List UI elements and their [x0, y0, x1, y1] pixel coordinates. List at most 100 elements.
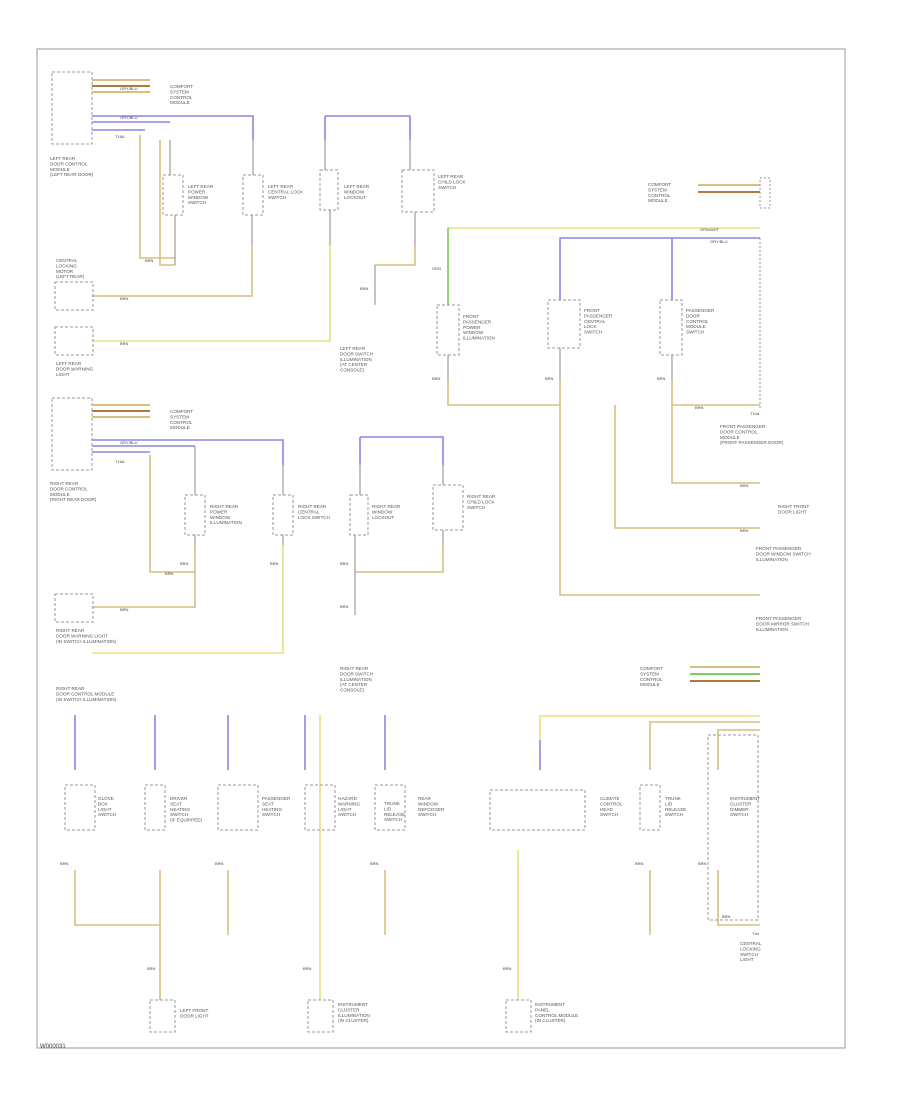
switch-climate	[489, 789, 586, 831]
switch-window-lr	[162, 174, 184, 216]
wire-tag: BRN	[120, 296, 129, 301]
wire-tag: BRN	[698, 861, 707, 866]
switch-door-rp	[659, 299, 683, 356]
connector-tag: T4d	[752, 931, 759, 936]
wire-tag: BRN	[740, 528, 749, 533]
wire-tag: BRN	[432, 376, 441, 381]
wire-tag: GRY/BLU	[120, 115, 138, 120]
lamp-lr	[54, 326, 94, 356]
lamp-rr	[54, 593, 94, 623]
wire-tag: BRN	[270, 561, 279, 566]
wire-tag: BRN	[165, 571, 174, 576]
connector-lr	[54, 281, 94, 311]
switch-trunk	[639, 784, 661, 831]
switch-seat-heat2	[217, 784, 259, 831]
wire-tag: BRN	[60, 861, 69, 866]
wire-tag: BRN	[360, 286, 369, 291]
wire-tag: BRN	[340, 604, 349, 609]
wire-tag: BRN	[145, 258, 154, 263]
wire-tag: BRN	[215, 861, 224, 866]
wire-tag: GRY/BLU	[710, 239, 728, 244]
switch-child-rr	[432, 484, 464, 531]
switch-hazard	[304, 784, 336, 831]
wire-tag: BRN	[340, 561, 349, 566]
wire-tag: BRN	[120, 607, 129, 612]
connector-tag: T10a	[750, 411, 760, 416]
wire-tag: BRN	[503, 966, 512, 971]
wire-tags: GRY/BLU GRY/BLU GRY/BLU GRN/WHT BRN BRN …	[60, 86, 760, 971]
lamp-dash-1	[307, 999, 334, 1033]
connector-tag: T16A	[115, 459, 125, 464]
connector-rp	[759, 177, 771, 209]
switch-lockout-lr	[319, 169, 339, 211]
switch-cl-lr	[242, 174, 264, 216]
wire-tag: BRN	[180, 561, 189, 566]
wire-tag: BRN	[695, 405, 704, 410]
instrument-cluster	[707, 734, 759, 921]
switch-seat-heat	[144, 784, 166, 831]
switch-rear-defog	[374, 784, 406, 831]
lamp-dash-2	[505, 999, 532, 1033]
wire-tag: GRN	[432, 266, 441, 271]
module-box-rr	[51, 397, 93, 471]
connector-tag: T16A	[115, 134, 125, 139]
switch-lock-rp	[547, 299, 581, 349]
lamp-lf	[149, 999, 176, 1033]
switch-child-lr	[401, 169, 435, 213]
wire-tag: BRN	[722, 914, 731, 919]
wire-tag: BRN	[370, 861, 379, 866]
wire-tag: BRN	[120, 341, 129, 346]
wire-tag: GRN/WHT	[700, 227, 720, 232]
wire-tag: GRY/BLU	[120, 440, 138, 445]
switch-lockout-rr	[349, 494, 369, 536]
wire-tag: BRN	[635, 861, 644, 866]
switch-cl-rr	[272, 494, 294, 536]
switch-glove	[64, 784, 96, 831]
wire-tag: BRN	[740, 483, 749, 488]
wire-tag: BRN	[545, 376, 554, 381]
module-box	[51, 71, 93, 145]
switch-window-rr	[184, 494, 206, 536]
